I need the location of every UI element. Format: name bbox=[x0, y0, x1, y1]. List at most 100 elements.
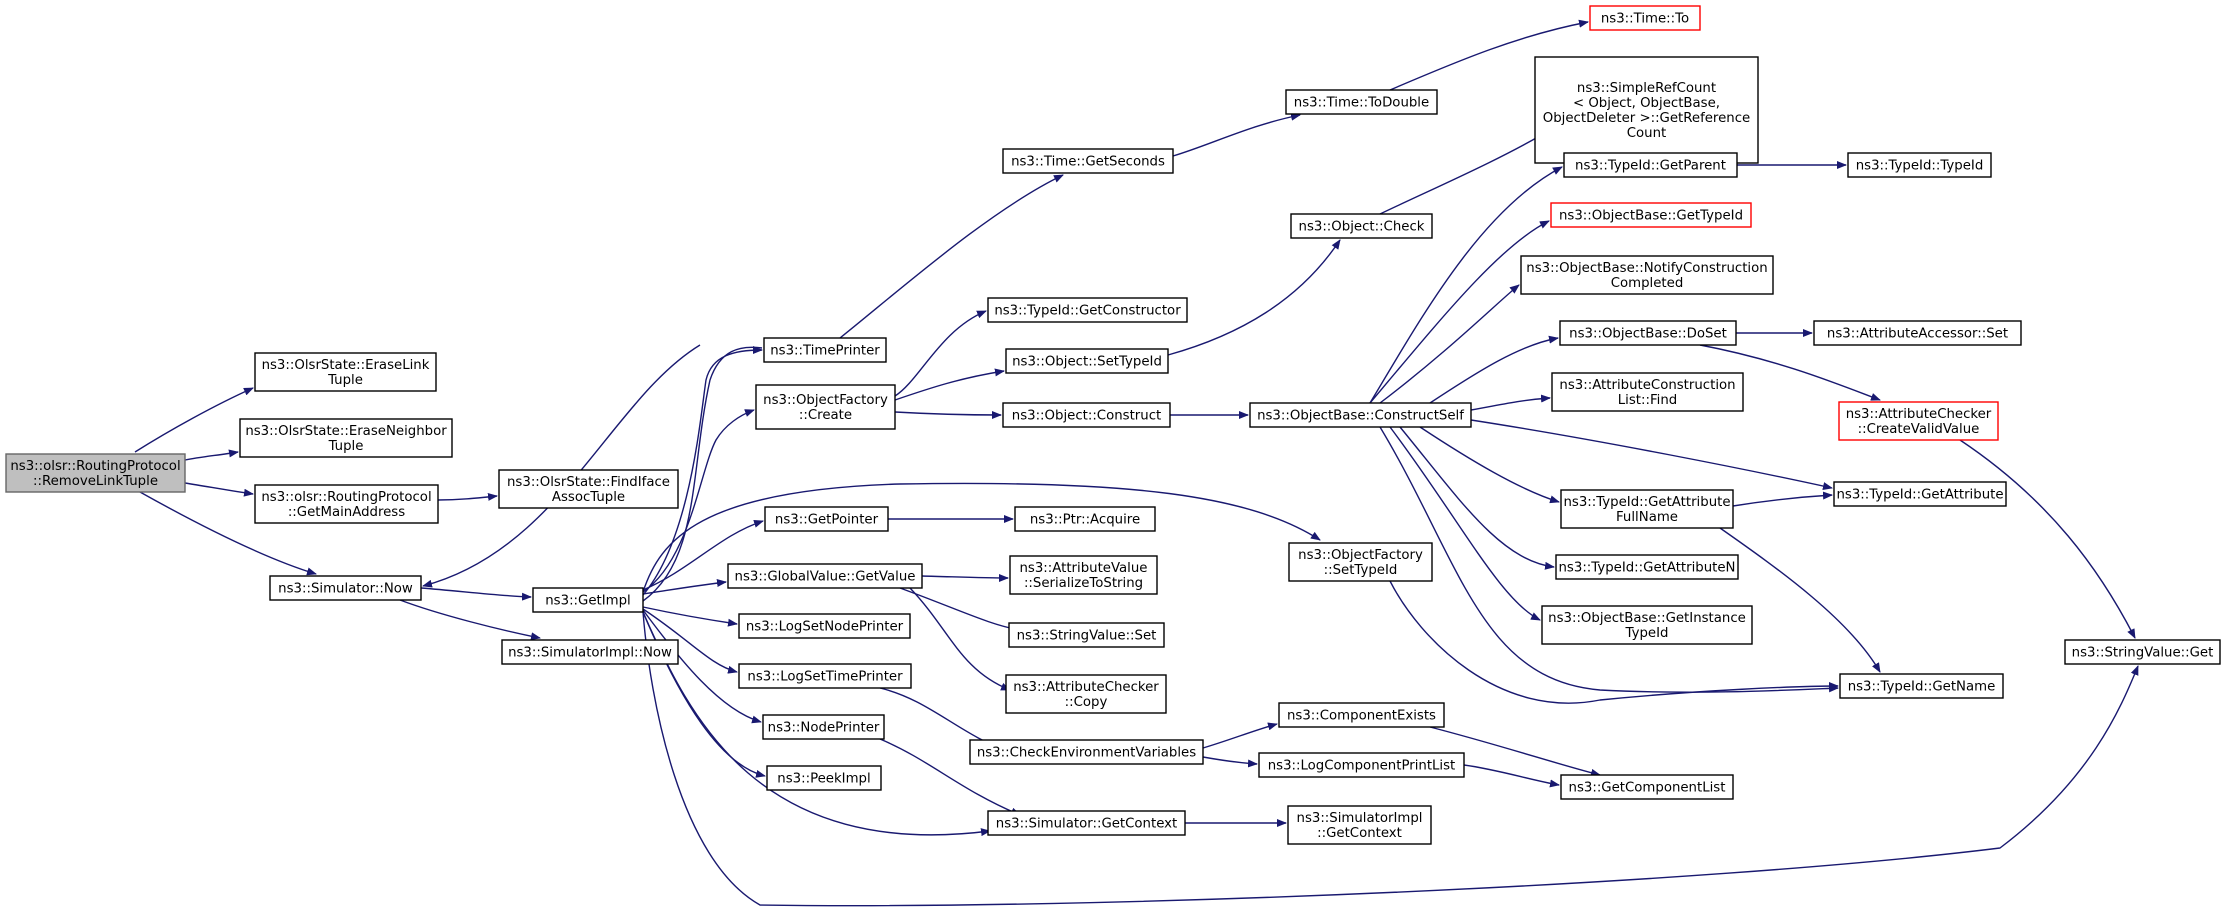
node-box[interactable] bbox=[1285, 89, 1438, 115]
node-getImpl[interactable]: ns3::GetImpl bbox=[532, 587, 644, 613]
node-stringValueGet[interactable]: ns3::StringValue::Get bbox=[2064, 639, 2221, 665]
node-timeGetSeconds[interactable]: ns3::Time::GetSeconds bbox=[1002, 148, 1174, 174]
node-box[interactable] bbox=[501, 639, 679, 665]
node-simpleRefCount[interactable]: ns3::SimpleRefCount< Object, ObjectBase,… bbox=[1534, 56, 1759, 164]
node-box[interactable] bbox=[727, 563, 923, 589]
node-objectSetTypeId[interactable]: ns3::Object::SetTypeId bbox=[1005, 348, 1169, 374]
node-box[interactable] bbox=[1005, 674, 1167, 714]
node-box[interactable] bbox=[532, 587, 644, 613]
node-box[interactable] bbox=[1839, 673, 2004, 699]
node-simulatorImplGetContext[interactable]: ns3::SimulatorImpl::GetContext bbox=[1287, 805, 1432, 845]
node-attrAccessorSet[interactable]: ns3::AttributeAccessor::Set bbox=[1813, 320, 2022, 346]
node-box[interactable] bbox=[1559, 320, 1737, 346]
node-box[interactable] bbox=[766, 765, 882, 791]
node-box[interactable] bbox=[987, 810, 1186, 836]
node-typeIdGetAttributeN[interactable]: ns3::TypeId::GetAttributeN bbox=[1555, 554, 1739, 580]
node-checkEnvVars[interactable]: ns3::CheckEnvironmentVariables bbox=[969, 739, 1204, 765]
node-root[interactable]: ns3::olsr::RoutingProtocol::RemoveLinkTu… bbox=[5, 453, 186, 493]
node-simulatorImplNow[interactable]: ns3::SimulatorImpl::Now bbox=[501, 639, 679, 665]
node-box[interactable] bbox=[498, 469, 679, 509]
node-box[interactable] bbox=[1847, 152, 1992, 178]
node-box[interactable] bbox=[1009, 555, 1158, 595]
node-attrCheckerCopy[interactable]: ns3::AttributeChecker::Copy bbox=[1005, 674, 1167, 714]
node-box[interactable] bbox=[1290, 213, 1433, 239]
node-box[interactable] bbox=[1005, 348, 1169, 374]
node-box[interactable] bbox=[763, 337, 887, 363]
node-box[interactable] bbox=[738, 613, 911, 639]
node-box[interactable] bbox=[1550, 202, 1752, 228]
node-nodePrinter[interactable]: ns3::NodePrinter bbox=[762, 714, 885, 740]
node-typeIdGetName[interactable]: ns3::TypeId::GetName bbox=[1839, 673, 2004, 699]
node-typeIdGetParent[interactable]: ns3::TypeId::GetParent bbox=[1563, 152, 1738, 178]
node-box[interactable] bbox=[1287, 805, 1432, 845]
node-objectBaseConstructSelf[interactable]: ns3::ObjectBase::ConstructSelf bbox=[1249, 402, 1472, 428]
node-peekImpl[interactable]: ns3::PeekImpl bbox=[766, 765, 882, 791]
node-typeIdTypeId[interactable]: ns3::TypeId::TypeId bbox=[1847, 152, 1992, 178]
node-box[interactable] bbox=[1589, 5, 1701, 31]
node-box[interactable] bbox=[1541, 605, 1753, 645]
node-objectBaseGetTypeId[interactable]: ns3::ObjectBase::GetTypeId bbox=[1550, 202, 1752, 228]
node-box[interactable] bbox=[755, 384, 896, 430]
node-box[interactable] bbox=[1534, 56, 1759, 164]
node-box[interactable] bbox=[254, 352, 437, 392]
node-objectConstruct[interactable]: ns3::Object::Construct bbox=[1002, 402, 1171, 428]
node-box[interactable] bbox=[1813, 320, 2022, 346]
node-box[interactable] bbox=[254, 484, 439, 524]
node-globalValueGetValue[interactable]: ns3::GlobalValue::GetValue bbox=[727, 563, 923, 589]
node-box[interactable] bbox=[764, 506, 889, 532]
node-box[interactable] bbox=[1560, 774, 1734, 800]
node-box[interactable] bbox=[1002, 148, 1174, 174]
node-box[interactable] bbox=[1258, 752, 1465, 778]
node-box[interactable] bbox=[1551, 372, 1744, 412]
node-ptrAcquire[interactable]: ns3::Ptr::Acquire bbox=[1014, 506, 1156, 532]
node-box[interactable] bbox=[1008, 622, 1165, 648]
node-stringValueSet[interactable]: ns3::StringValue::Set bbox=[1008, 622, 1165, 648]
node-box[interactable] bbox=[1563, 152, 1738, 178]
node-objectCheck[interactable]: ns3::Object::Check bbox=[1290, 213, 1433, 239]
node-box[interactable] bbox=[1520, 255, 1774, 295]
node-box[interactable] bbox=[1278, 702, 1445, 728]
node-box[interactable] bbox=[969, 739, 1204, 765]
node-box[interactable] bbox=[1014, 506, 1156, 532]
node-box[interactable] bbox=[5, 453, 186, 493]
node-box[interactable] bbox=[762, 714, 885, 740]
node-box[interactable] bbox=[738, 663, 912, 689]
node-objectFactorySetTypeId[interactable]: ns3::ObjectFactory::SetTypeId bbox=[1288, 542, 1433, 582]
node-box[interactable] bbox=[1555, 554, 1739, 580]
node-logSetTimePrinter[interactable]: ns3::LogSetTimePrinter bbox=[738, 663, 912, 689]
node-box[interactable] bbox=[1838, 401, 1999, 441]
node-timeTo[interactable]: ns3::Time::To bbox=[1589, 5, 1701, 31]
node-box[interactable] bbox=[1002, 402, 1171, 428]
node-notifyConstructionCompleted[interactable]: ns3::ObjectBase::NotifyConstructionCompl… bbox=[1520, 255, 1774, 295]
node-timePrinter[interactable]: ns3::TimePrinter bbox=[763, 337, 887, 363]
node-getMainAddress[interactable]: ns3::olsr::RoutingProtocol::GetMainAddre… bbox=[254, 484, 439, 524]
node-box[interactable] bbox=[1833, 481, 2007, 507]
node-typeIdGetAttribute[interactable]: ns3::TypeId::GetAttribute bbox=[1833, 481, 2007, 507]
node-attrCheckerCreateValidValue[interactable]: ns3::AttributeChecker::CreateValidValue bbox=[1838, 401, 1999, 441]
node-logSetNodePrinter[interactable]: ns3::LogSetNodePrinter bbox=[738, 613, 911, 639]
node-simulatorGetContext[interactable]: ns3::Simulator::GetContext bbox=[987, 810, 1186, 836]
node-typeIdGetConstructor[interactable]: ns3::TypeId::GetConstructor bbox=[987, 297, 1188, 323]
node-box[interactable] bbox=[1560, 489, 1734, 529]
node-timeToDouble[interactable]: ns3::Time::ToDouble bbox=[1285, 89, 1438, 115]
node-objectBaseDoSet[interactable]: ns3::ObjectBase::DoSet bbox=[1559, 320, 1737, 346]
node-box[interactable] bbox=[987, 297, 1188, 323]
node-box[interactable] bbox=[269, 575, 422, 601]
node-logComponentPrintList[interactable]: ns3::LogComponentPrintList bbox=[1258, 752, 1465, 778]
node-box[interactable] bbox=[1288, 542, 1433, 582]
node-objectFactoryCreate[interactable]: ns3::ObjectFactory::Create bbox=[755, 384, 896, 430]
node-box[interactable] bbox=[1249, 402, 1472, 428]
node-box[interactable] bbox=[2064, 639, 2221, 665]
node-attrValueSerialize[interactable]: ns3::AttributeValue::SerializeToString bbox=[1009, 555, 1158, 595]
node-box[interactable] bbox=[239, 418, 453, 458]
node-getComponentList[interactable]: ns3::GetComponentList bbox=[1560, 774, 1734, 800]
node-simulatorNow[interactable]: ns3::Simulator::Now bbox=[269, 575, 422, 601]
node-getPointer[interactable]: ns3::GetPointer bbox=[764, 506, 889, 532]
node-componentExists[interactable]: ns3::ComponentExists bbox=[1278, 702, 1445, 728]
